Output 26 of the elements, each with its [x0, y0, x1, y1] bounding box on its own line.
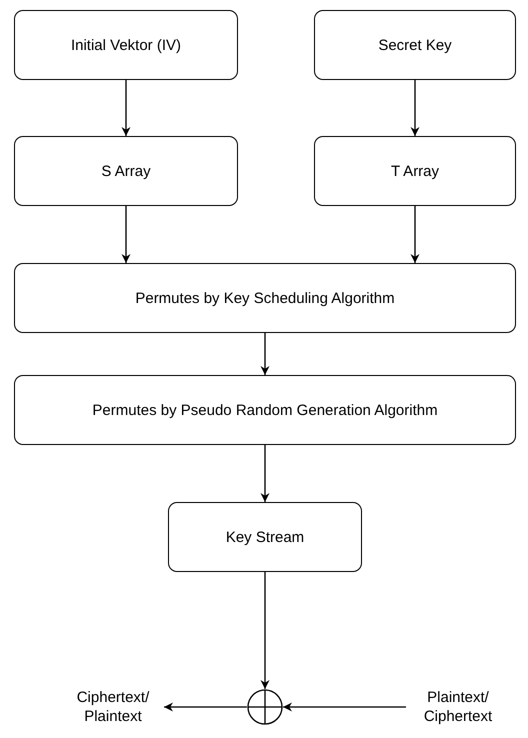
- box-label: S Array: [101, 162, 151, 180]
- box-label: Key Stream: [226, 528, 304, 546]
- arrow: [122, 206, 130, 263]
- box-label: Initial Vektor (IV): [70, 36, 182, 54]
- arrow: [283, 702, 406, 712]
- process-box: [14, 10, 238, 80]
- arrow: [260, 333, 270, 375]
- box-label: Secret Key: [378, 36, 452, 54]
- arrow: [260, 572, 270, 689]
- text-label: Plaintext/ Ciphertext: [406, 683, 510, 733]
- box-label: Permutes by Key Scheduling Algorithm: [135, 290, 395, 306]
- box-label: T Array: [390, 162, 440, 180]
- process-box: [314, 136, 516, 206]
- process-box: [14, 263, 516, 333]
- process-box: [14, 136, 238, 206]
- arrow: [164, 702, 247, 712]
- arrow: [122, 80, 130, 136]
- arrow: [410, 206, 420, 263]
- process-box: [314, 10, 516, 80]
- process-box: [14, 375, 516, 445]
- text-label: Ciphertext/ Plaintext: [62, 683, 164, 733]
- process-box: [168, 502, 362, 572]
- xor-symbol: [247, 689, 283, 725]
- arrow: [260, 445, 270, 502]
- box-label: Permutes by Pseudo Random Generation Algorithm: [92, 402, 438, 418]
- arrow: [410, 80, 420, 136]
